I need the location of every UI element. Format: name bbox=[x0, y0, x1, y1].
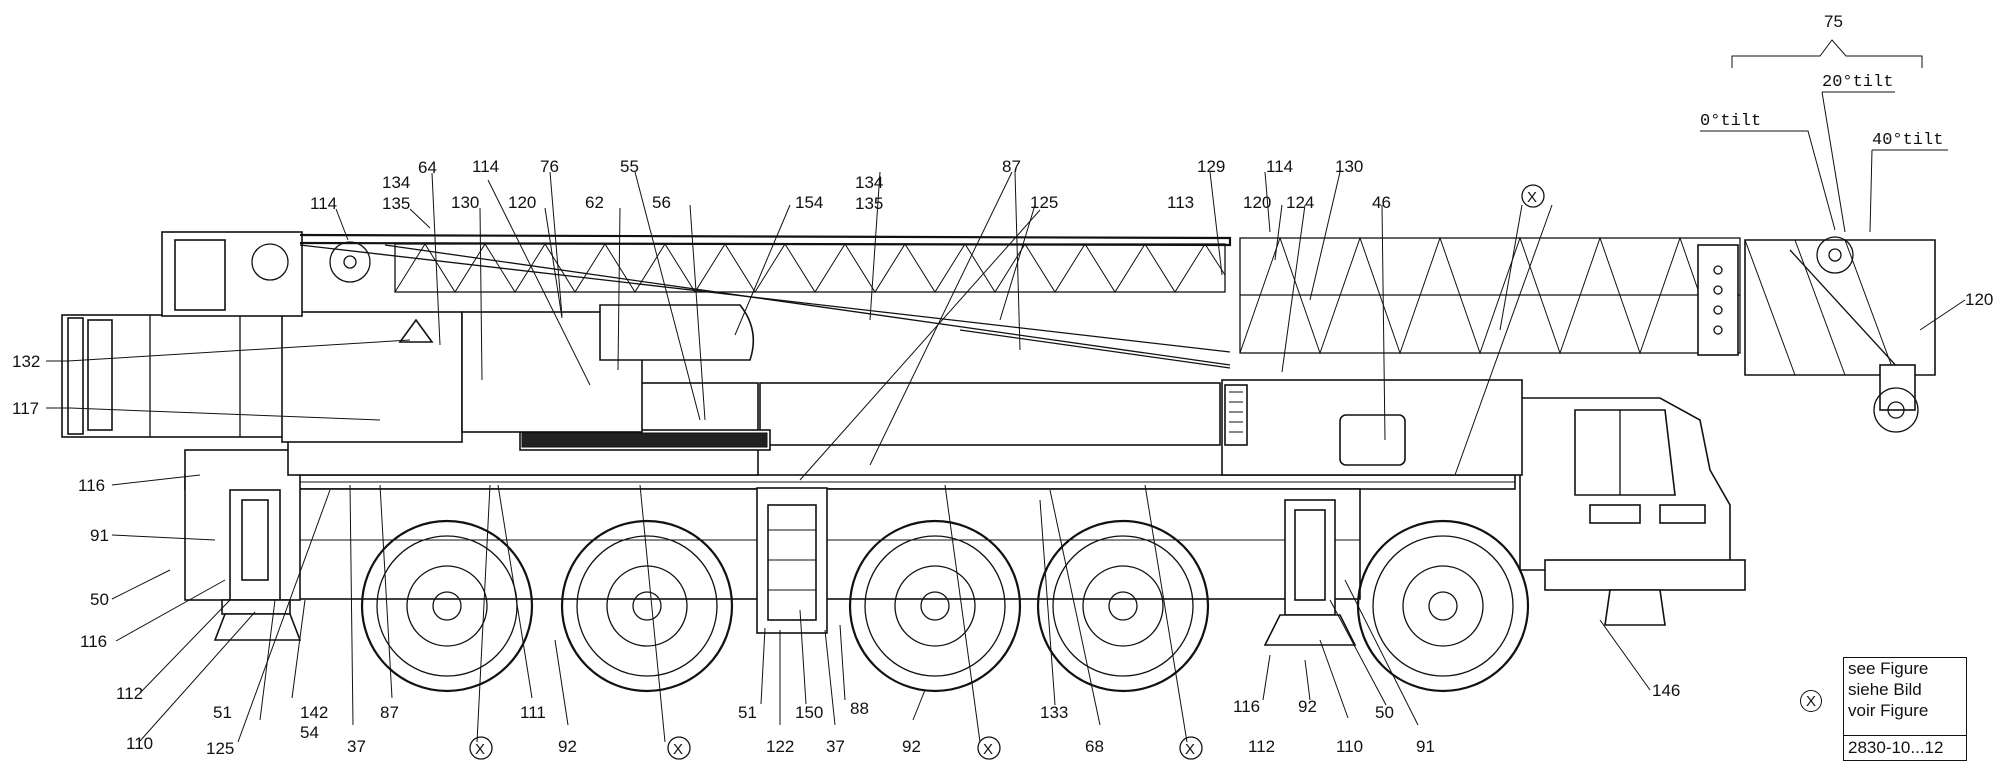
crane-body bbox=[61, 231, 1936, 693]
legend-line-en: see Figure bbox=[1848, 659, 1929, 678]
callout-110: 110 bbox=[1336, 737, 1363, 756]
callout-54: 54 bbox=[300, 723, 319, 742]
callout-51: 51 bbox=[213, 703, 232, 722]
callout-142: 142 bbox=[300, 703, 328, 722]
callout-133: 133 bbox=[1040, 703, 1068, 722]
callout-88: 88 bbox=[850, 699, 869, 718]
callout-111: 111 bbox=[520, 703, 546, 722]
svg-text:X: X bbox=[983, 741, 993, 758]
figure-marker-top: X bbox=[1521, 184, 1545, 208]
callout-130: 130 bbox=[451, 193, 479, 212]
svg-text:X: X bbox=[1185, 741, 1195, 758]
svg-text:X: X bbox=[475, 741, 485, 758]
callout-91: 91 bbox=[1416, 737, 1435, 756]
callout-87: 87 bbox=[1002, 157, 1021, 176]
callout-110: 110 bbox=[126, 734, 153, 753]
callout-146: 146 bbox=[1652, 681, 1680, 700]
callout-37: 37 bbox=[826, 737, 845, 756]
callout-113: 113 bbox=[1167, 193, 1194, 212]
label-0-tilt: 0°tilt bbox=[1700, 112, 1761, 131]
callout-112: 112 bbox=[116, 684, 143, 703]
callout-117: 117 bbox=[12, 399, 39, 418]
callout-125: 125 bbox=[1030, 193, 1058, 212]
callout-132: 132 bbox=[12, 352, 40, 371]
callout-120: 120 bbox=[508, 193, 536, 212]
callout-130: 130 bbox=[1335, 157, 1363, 176]
callout-122: 122 bbox=[766, 737, 794, 756]
legend-symbol: X bbox=[1800, 690, 1822, 712]
label-40-tilt: 40°tilt bbox=[1872, 131, 1943, 150]
callout-135: 135 bbox=[855, 194, 883, 213]
figure-marker-2: X bbox=[667, 736, 691, 760]
callout-51: 51 bbox=[738, 703, 757, 722]
wheel-4 bbox=[1036, 519, 1210, 693]
callout-116: 116 bbox=[1233, 697, 1260, 716]
legend-line-de: siehe Bild bbox=[1848, 680, 1922, 699]
callout-labels: 75 0°tilt 20°tilt 40°tilt 114 134 135 64… bbox=[12, 12, 1993, 758]
callout-64: 64 bbox=[418, 158, 437, 177]
callout-116: 116 bbox=[80, 632, 107, 651]
callout-92: 92 bbox=[558, 737, 577, 756]
callout-116: 116 bbox=[78, 476, 105, 495]
callout-120: 120 bbox=[1965, 290, 1993, 309]
callout-114: 114 bbox=[1266, 157, 1293, 176]
figure-marker-3: X bbox=[977, 736, 1001, 760]
callout-75: 75 bbox=[1824, 12, 1843, 31]
callout-37: 37 bbox=[347, 737, 366, 756]
callout-76: 76 bbox=[540, 157, 559, 176]
callout-50: 50 bbox=[90, 590, 109, 609]
callout-112: 112 bbox=[1248, 737, 1275, 756]
callout-92: 92 bbox=[1298, 697, 1317, 716]
callout-56: 56 bbox=[652, 193, 671, 212]
callout-114: 114 bbox=[472, 157, 499, 176]
callout-87: 87 bbox=[380, 703, 399, 722]
callout-120: 120 bbox=[1243, 193, 1271, 212]
figure-marker-1: X bbox=[469, 736, 493, 760]
callout-62: 62 bbox=[585, 193, 604, 212]
callout-46: 46 bbox=[1372, 193, 1391, 212]
callout-125: 125 bbox=[206, 739, 234, 758]
callout-154: 154 bbox=[795, 193, 823, 212]
callout-91: 91 bbox=[90, 526, 109, 545]
callout-134: 134 bbox=[382, 173, 410, 192]
callout-114: 114 bbox=[310, 194, 337, 213]
callout-92: 92 bbox=[902, 737, 921, 756]
wheel-5 bbox=[1356, 519, 1530, 693]
svg-text:X: X bbox=[1527, 189, 1537, 206]
callout-55: 55 bbox=[620, 157, 639, 176]
leader-lines bbox=[46, 39, 1966, 743]
legend-box: see Figure siehe Bild voir Figure 2830-1… bbox=[1843, 657, 1967, 761]
figure-markers: X X X X X bbox=[469, 184, 1545, 760]
legend-drawing-code: 2830-10...12 bbox=[1844, 735, 1966, 760]
wheel-2 bbox=[560, 519, 734, 693]
callout-124: 124 bbox=[1286, 193, 1314, 212]
label-20-tilt: 20°tilt bbox=[1822, 73, 1893, 92]
figure-marker-4: X bbox=[1179, 736, 1203, 760]
callout-135: 135 bbox=[382, 194, 410, 213]
legend-line-fr: voir Figure bbox=[1848, 701, 1929, 720]
callout-50: 50 bbox=[1375, 703, 1394, 722]
svg-text:X: X bbox=[673, 741, 683, 758]
callout-129: 129 bbox=[1197, 157, 1225, 176]
callout-134: 134 bbox=[855, 173, 883, 192]
callout-68: 68 bbox=[1085, 737, 1104, 756]
wheel-3 bbox=[848, 519, 1022, 693]
wheel-1 bbox=[360, 519, 534, 693]
callout-150: 150 bbox=[795, 703, 823, 722]
